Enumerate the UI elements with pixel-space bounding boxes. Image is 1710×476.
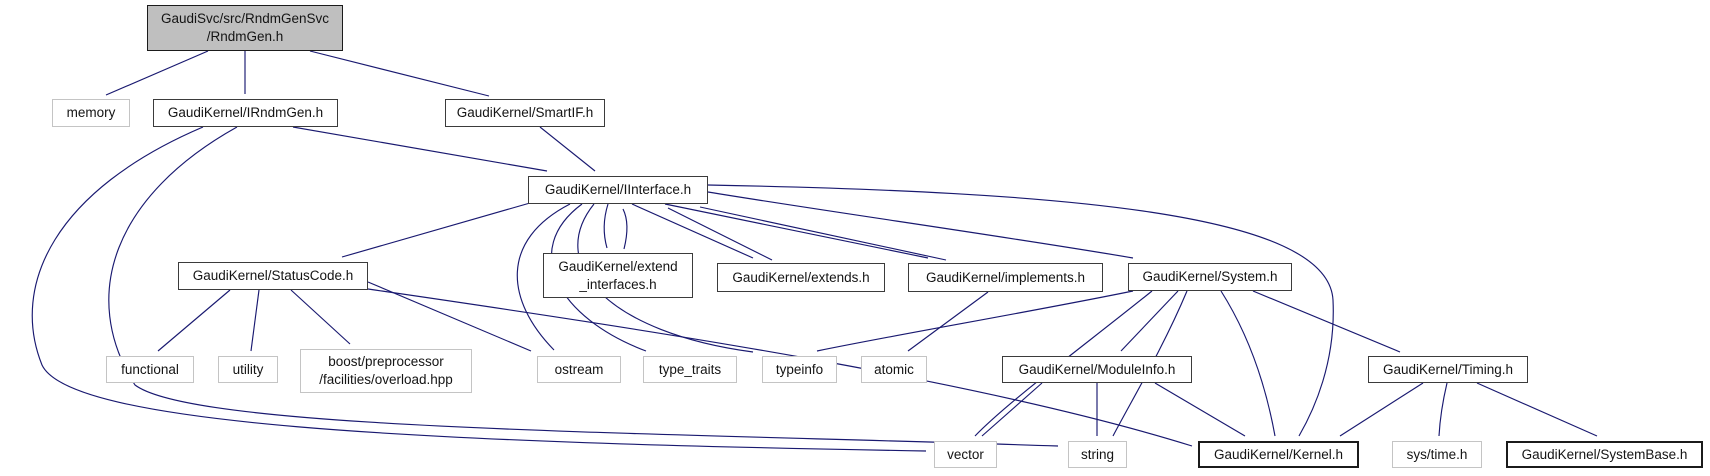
edge-implements-to-iinterface (699, 206, 947, 261)
node-system[interactable]: GaudiKernel/System.h (1128, 263, 1292, 291)
node-smartif[interactable]: GaudiKernel/SmartIF.h (445, 99, 605, 127)
edge-iinterface-to-kernel (707, 184, 1334, 437)
node-rndmgen-root: GaudiSvc/src/RndmGenSvc /RndmGen.h (147, 5, 343, 51)
edge-iinterface-to-statuscode (341, 202, 531, 258)
edge-rndmgen-root-to-smartif (309, 50, 490, 97)
edge-system-to-typeinfo (816, 290, 1134, 352)
node-functional: functional (106, 356, 194, 383)
node-vector: vector (934, 441, 997, 468)
edge-statuscode-to-utility (250, 289, 260, 352)
edge-moduleinfo-to-vector (981, 382, 1043, 437)
node-boost-overload: boost/preprocessor /facilities/overload.… (300, 349, 472, 393)
edge-timing-to-systembase (1476, 382, 1598, 437)
node-iinterface[interactable]: GaudiKernel/IInterface.h (528, 176, 708, 204)
node-string: string (1068, 441, 1127, 468)
node-statuscode[interactable]: GaudiKernel/StatusCode.h (178, 262, 368, 290)
node-atomic: atomic (861, 356, 927, 383)
edge-irndmgen-to-string (108, 126, 1059, 447)
node-type-traits: type_traits (643, 356, 737, 383)
edge-moduleinfo-to-kernel (1154, 382, 1246, 437)
edge-statuscode-to-functional (157, 289, 231, 352)
edge-statuscode-to-boost-overload (290, 289, 351, 345)
node-extends[interactable]: GaudiKernel/extends.h (717, 263, 885, 292)
node-sys-time: sys/time.h (1392, 441, 1482, 468)
node-memory: memory (52, 99, 130, 127)
edge-irndmgen-to-vector (31, 126, 927, 452)
node-ostream: ostream (537, 356, 621, 383)
node-extend-interfaces[interactable]: GaudiKernel/extend _interfaces.h (543, 253, 693, 298)
edge-system-to-kernel (1220, 290, 1276, 437)
node-kernel[interactable]: GaudiKernel/Kernel.h (1198, 441, 1359, 468)
edge-iinterface-to-implements (664, 203, 929, 259)
node-irndmgen[interactable]: GaudiKernel/IRndmGen.h (153, 99, 338, 127)
edge-system-to-moduleinfo (1120, 290, 1179, 352)
node-implements[interactable]: GaudiKernel/implements.h (908, 263, 1103, 292)
edge-iinterface-to-extend-interfaces (603, 203, 609, 249)
edge-smartif-to-iinterface (539, 126, 596, 172)
edge-iinterface-to-ostream (516, 203, 571, 351)
node-utility: utility (218, 356, 278, 383)
edge-irndmgen-to-iinterface (292, 126, 548, 172)
node-timing[interactable]: GaudiKernel/Timing.h (1368, 356, 1528, 383)
edge-implements-to-atomic (907, 291, 989, 352)
edge-extends-to-iinterface (667, 207, 773, 261)
node-moduleinfo[interactable]: GaudiKernel/ModuleInfo.h (1002, 356, 1192, 383)
edge-extend-interfaces-to-iinterface (622, 208, 628, 250)
edge-timing-to-sys-time (1438, 382, 1448, 437)
node-systembase[interactable]: GaudiKernel/SystemBase.h (1506, 441, 1703, 468)
edge-iinterface-to-system (707, 191, 1134, 259)
edge-system-to-timing (1252, 290, 1401, 353)
edge-timing-to-kernel (1339, 382, 1424, 437)
node-typeinfo: typeinfo (762, 356, 837, 383)
edge-rndmgen-root-to-memory (105, 50, 209, 96)
edge-iinterface-to-extends (631, 203, 754, 259)
